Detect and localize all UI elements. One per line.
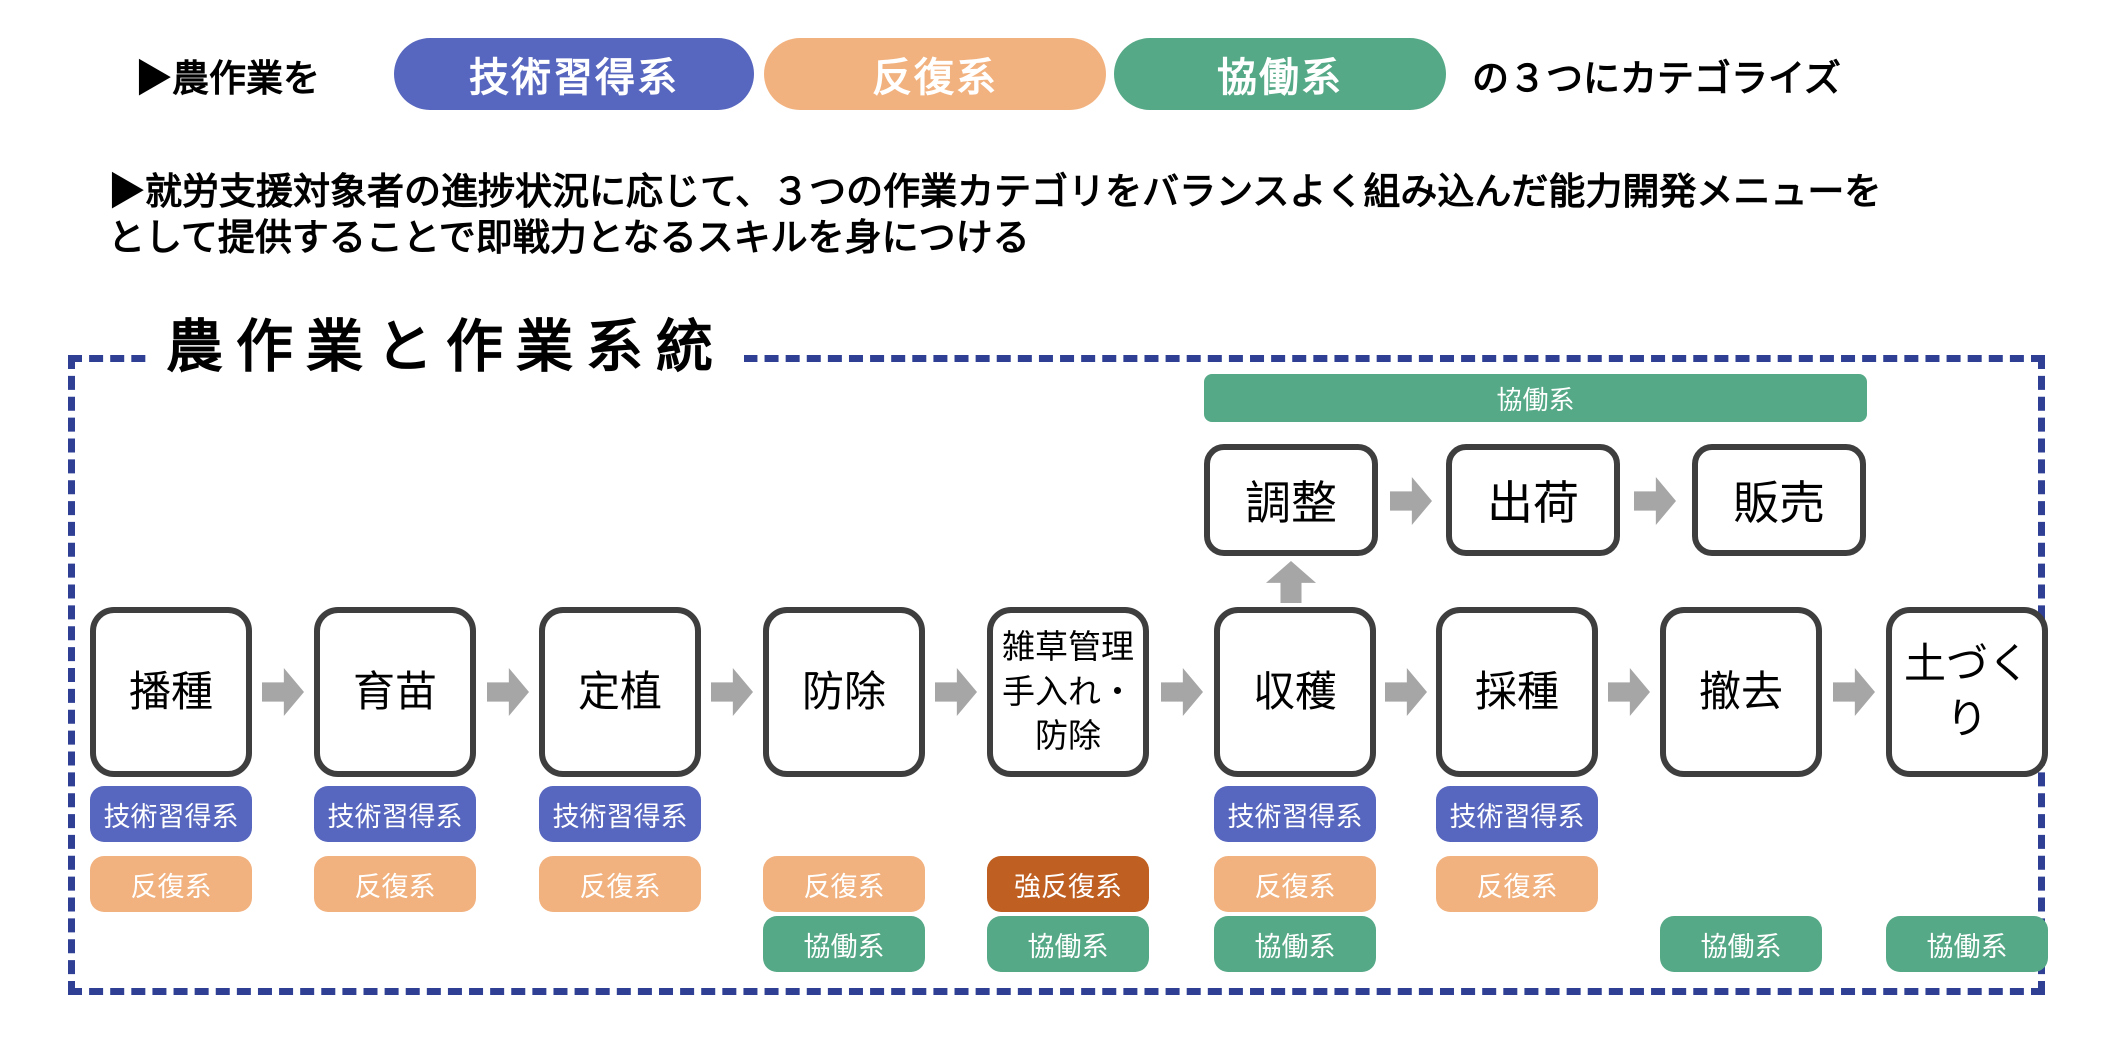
category-tag-label: 技術習得系 (1449, 801, 1585, 832)
category-tag-repeat: 反復系 (1214, 856, 1376, 912)
flow-box-label: 防除 (801, 667, 886, 715)
category-tag-repeat: 反復系 (763, 856, 925, 912)
category-tag-repeat: 反復系 (314, 856, 476, 912)
category-tag-label: 技術習得系 (103, 801, 239, 832)
bullet2-line2: として提供することで即戦力となるスキルを身につける (108, 217, 1030, 258)
category-tag-collab: 協働系 (1886, 916, 2048, 972)
category-tag-label: 反復系 (579, 871, 661, 902)
category-tag-collab: 協働系 (1660, 916, 1822, 972)
diagram-title: 農作業と作業系統 (148, 310, 744, 384)
category-tag-label: 協働系 (1926, 931, 2008, 962)
category-tag-label: 強反復系 (1014, 871, 1122, 902)
category-tag-label: 技術習得系 (1227, 801, 1363, 832)
flow-box-8: 土づく り (1886, 607, 2048, 777)
category-tag-collab: 協働系 (987, 916, 1149, 972)
flow-box-label: 定植 (577, 667, 662, 715)
flow-box-label: 育苗 (352, 667, 437, 715)
category-pill-repeat: 反復系 (764, 38, 1106, 110)
top-box-label: 出荷 (1487, 477, 1579, 529)
category-tag-collab: 協働系 (1214, 916, 1376, 972)
category-tag-tech: 技術習得系 (1214, 786, 1376, 842)
flow-box-label: 播種 (128, 667, 213, 715)
category-pill-collab: 協働系 (1114, 38, 1446, 110)
category-pill-label: 協働系 (1217, 56, 1343, 100)
category-tag-label: 反復系 (130, 871, 212, 902)
category-tag-label: 協働系 (1254, 931, 1336, 962)
category-tag-label: 反復系 (1254, 871, 1336, 902)
flow-box-3: 防除 (763, 607, 925, 777)
category-tag-label: 協働系 (1700, 931, 1782, 962)
collab-bar: 協働系 (1204, 374, 1867, 422)
category-tag-label: 技術習得系 (327, 801, 463, 832)
category-pill-tech: 技術習得系 (394, 38, 754, 110)
bullet1-prefix: ▶農作業を (135, 58, 320, 99)
top-box-sell: 販売 (1692, 444, 1866, 556)
flow-box-label: 採種 (1474, 667, 1559, 715)
flow-box-2: 定植 (539, 607, 701, 777)
category-tag-tech: 技術習得系 (90, 786, 252, 842)
category-tag-tech: 技術習得系 (1436, 786, 1598, 842)
category-tag-repeat: 反復系 (90, 856, 252, 912)
flow-box-label: 土づく り (1903, 640, 2030, 742)
category-tag-label: 反復系 (354, 871, 436, 902)
category-tag-strong_repeat: 強反復系 (987, 856, 1149, 912)
top-box-label: 販売 (1733, 477, 1825, 529)
category-tag-repeat: 反復系 (1436, 856, 1598, 912)
category-pill-label: 技術習得系 (469, 56, 679, 100)
top-box-ship: 出荷 (1446, 444, 1620, 556)
flow-box-6: 採種 (1436, 607, 1598, 777)
flow-box-label: 撤去 (1698, 667, 1783, 715)
bullet1-suffix: の３つにカテゴライズ (1472, 58, 1841, 99)
category-tag-tech: 技術習得系 (539, 786, 701, 842)
category-tag-label: 反復系 (1476, 871, 1558, 902)
category-tag-label: 反復系 (803, 871, 885, 902)
category-tag-tech: 技術習得系 (314, 786, 476, 842)
flow-box-7: 撤去 (1660, 607, 1822, 777)
category-tag-label: 協働系 (1027, 931, 1109, 962)
category-pill-label: 反復系 (872, 56, 998, 100)
flow-box-4: 雑草管理 手入れ・ 防除 (987, 607, 1149, 777)
flow-box-5: 収穫 (1214, 607, 1376, 777)
top-box-label: 調整 (1245, 477, 1337, 529)
flow-box-label: 雑草管理 手入れ・ 防除 (1002, 628, 1134, 755)
collab-bar-label: 協働系 (1496, 384, 1575, 415)
flow-box-1: 育苗 (314, 607, 476, 777)
flow-box-label: 収穫 (1252, 667, 1337, 715)
top-box-adjust: 調整 (1204, 444, 1378, 556)
category-tag-collab: 協働系 (763, 916, 925, 972)
category-tag-label: 協働系 (803, 931, 885, 962)
bullet2-line1: ▶就労支援対象者の進捗状況に応じて、３つの作業カテゴリをバランスよく組み込んだ能… (108, 171, 1882, 212)
flow-box-0: 播種 (90, 607, 252, 777)
category-tag-repeat: 反復系 (539, 856, 701, 912)
category-tag-label: 技術習得系 (552, 801, 688, 832)
